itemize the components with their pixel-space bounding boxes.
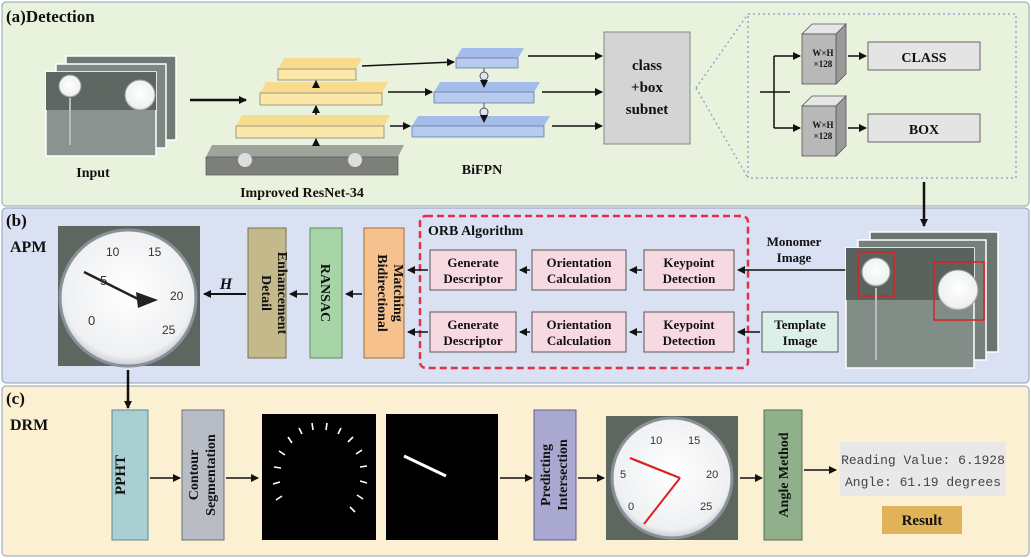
result-gauge-image: 10 15 5 20 0 25 xyxy=(606,416,738,540)
scale-tick-marks xyxy=(272,422,368,513)
bidirectional-line-2: Matching xyxy=(390,264,405,322)
svg-text:25: 25 xyxy=(162,323,176,337)
ransac-box xyxy=(309,227,343,359)
bidirectional-line-1: Bidirectional xyxy=(374,254,389,332)
svg-text:10: 10 xyxy=(650,435,662,447)
svg-text:15: 15 xyxy=(688,435,700,447)
subnet-box xyxy=(603,31,691,145)
generate-2-line-2: Descriptor xyxy=(443,333,502,348)
template-line-2: Image xyxy=(783,333,818,348)
orientation-calculation-1 xyxy=(531,249,627,291)
scale-mask-image xyxy=(262,414,376,540)
zoom-line-bottom xyxy=(695,87,749,179)
svg-text:20: 20 xyxy=(170,289,184,303)
svg-text:5: 5 xyxy=(620,469,626,481)
feature-map-top xyxy=(801,23,847,85)
predicting-line-1: Predicting xyxy=(539,444,554,506)
detail-enhancement-box xyxy=(247,227,287,359)
detail-line-1: Detail xyxy=(258,275,273,311)
svg-text:0: 0 xyxy=(628,501,634,513)
monomer-line-1: Monomer xyxy=(767,234,822,249)
ppht-label: PPHT xyxy=(113,455,129,495)
template-line-1: Template xyxy=(774,317,826,332)
svg-text:20: 20 xyxy=(706,469,718,481)
input-image-stack xyxy=(45,55,177,157)
keypoint-2-line-1: Keypoint xyxy=(663,317,715,332)
ppht-box xyxy=(111,409,149,541)
feature-top-line-2: ×128 xyxy=(814,59,833,69)
predicting-line-2: Intersection xyxy=(556,439,571,511)
keypoint-detection-2 xyxy=(643,311,735,353)
drm-title: DRM xyxy=(10,417,48,434)
feature-map-bottom xyxy=(801,95,847,157)
box-label: BOX xyxy=(909,123,939,138)
keypoint-1-line-1: Keypoint xyxy=(663,255,715,270)
svg-text:25: 25 xyxy=(700,501,712,513)
keypoint-detection-1 xyxy=(643,249,735,291)
arrow-bb-bifpn-1 xyxy=(361,58,455,67)
apm-title: APM xyxy=(10,239,46,256)
generate-1-line-2: Descriptor xyxy=(443,271,502,286)
bifpn-label: BiFPN xyxy=(462,163,502,178)
contour-segmentation-box xyxy=(181,409,225,541)
h-label: H xyxy=(219,276,233,293)
detection-title: (a)Detection xyxy=(6,7,95,26)
input-label: Input xyxy=(76,166,110,181)
feature-bottom-line-1: W×H xyxy=(812,120,833,130)
result-label: Result xyxy=(902,513,943,529)
template-image-box xyxy=(761,311,839,353)
keypoint-1-line-2: Detection xyxy=(663,271,716,286)
orientation-2-line-1: Orientation xyxy=(547,317,613,332)
feature-top-line-1: W×H xyxy=(812,48,833,58)
apm-tag: (b) xyxy=(6,211,27,230)
class-box xyxy=(867,41,981,71)
svg-text:0: 0 xyxy=(88,313,95,328)
subnet-detail-box xyxy=(747,13,1017,179)
generate-descriptor-2 xyxy=(429,311,517,353)
orientation-calculation-2 xyxy=(531,311,627,353)
orb-title: ORB Algorithm xyxy=(428,224,524,239)
backbone-layers xyxy=(205,58,404,176)
orientation-2-line-2: Calculation xyxy=(547,333,612,348)
angle-value-text: Angle: 61.19 degrees xyxy=(845,475,1001,490)
box-box xyxy=(867,113,981,143)
aligned-gauge-image: 5 0 10 15 20 25 xyxy=(58,226,200,368)
class-label: CLASS xyxy=(901,51,946,66)
subnet-line-3: subnet xyxy=(626,102,669,118)
reading-value-text: Reading Value: 6.1928 xyxy=(841,453,1005,468)
orb-algorithm-region xyxy=(418,214,750,370)
contour-line-1: Contour xyxy=(187,450,202,501)
zoom-line-top xyxy=(695,13,749,89)
backbone-label: Improved ResNet-34 xyxy=(240,186,364,201)
orientation-1-line-1: Orientation xyxy=(547,255,613,270)
bidirectional-matching-box xyxy=(363,227,405,359)
monomer-image-stack xyxy=(845,231,999,369)
contour-line-2: Segmentation xyxy=(204,434,219,516)
monomer-line-2: Image xyxy=(777,250,812,265)
angle-method-label: Angle Method xyxy=(777,432,792,517)
predicting-intersection-box xyxy=(533,409,577,541)
generate-2-line-1: Generate xyxy=(447,317,498,332)
feature-bottom-line-2: ×128 xyxy=(814,131,833,141)
pointer-line xyxy=(403,454,447,478)
svg-text:10: 10 xyxy=(106,245,120,259)
keypoint-2-line-2: Detection xyxy=(663,333,716,348)
pointer-mask-image xyxy=(386,414,498,540)
readout-panel xyxy=(840,442,1006,496)
generate-descriptor-1 xyxy=(429,249,517,291)
generate-1-line-1: Generate xyxy=(447,255,498,270)
svg-text:15: 15 xyxy=(148,245,162,259)
angle-method-box xyxy=(763,409,803,541)
ransac-label: RANSAC xyxy=(317,264,332,322)
subnet-line-2: +box xyxy=(631,80,663,96)
result-badge xyxy=(882,506,962,534)
detail-line-2: Enhancement xyxy=(274,252,289,335)
orientation-1-line-2: Calculation xyxy=(547,271,612,286)
subnet-line-1: class xyxy=(632,58,662,74)
drm-tag: (c) xyxy=(6,389,25,408)
